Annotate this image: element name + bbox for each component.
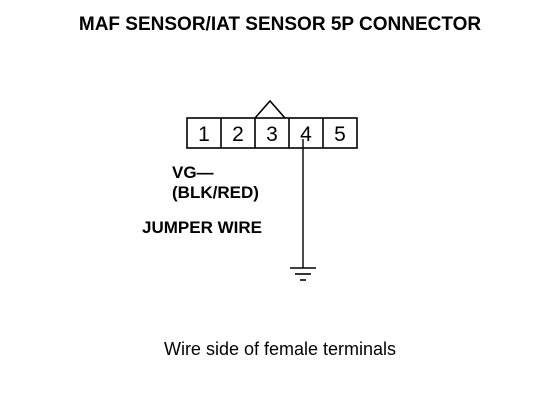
pin-1-label: 1 [198, 123, 210, 146]
connector-key-tab [254, 99, 286, 119]
diagram-title: MAF SENSOR/IAT SENSOR 5P CONNECTOR [78, 14, 482, 35]
pin-3-label: 3 [266, 123, 278, 146]
connector-body [186, 117, 358, 149]
caption: Wire side of female terminals [163, 339, 397, 359]
wire-color-label: (BLK/RED) [172, 183, 259, 202]
ground-icon [290, 267, 316, 281]
pin-4-label: 4 [300, 123, 312, 146]
signal-label: VG— [172, 163, 214, 182]
jumper-wire-label: JUMPER WIRE [142, 218, 262, 237]
pin-2-label: 2 [232, 123, 244, 146]
pin-5-label: 5 [334, 123, 346, 146]
